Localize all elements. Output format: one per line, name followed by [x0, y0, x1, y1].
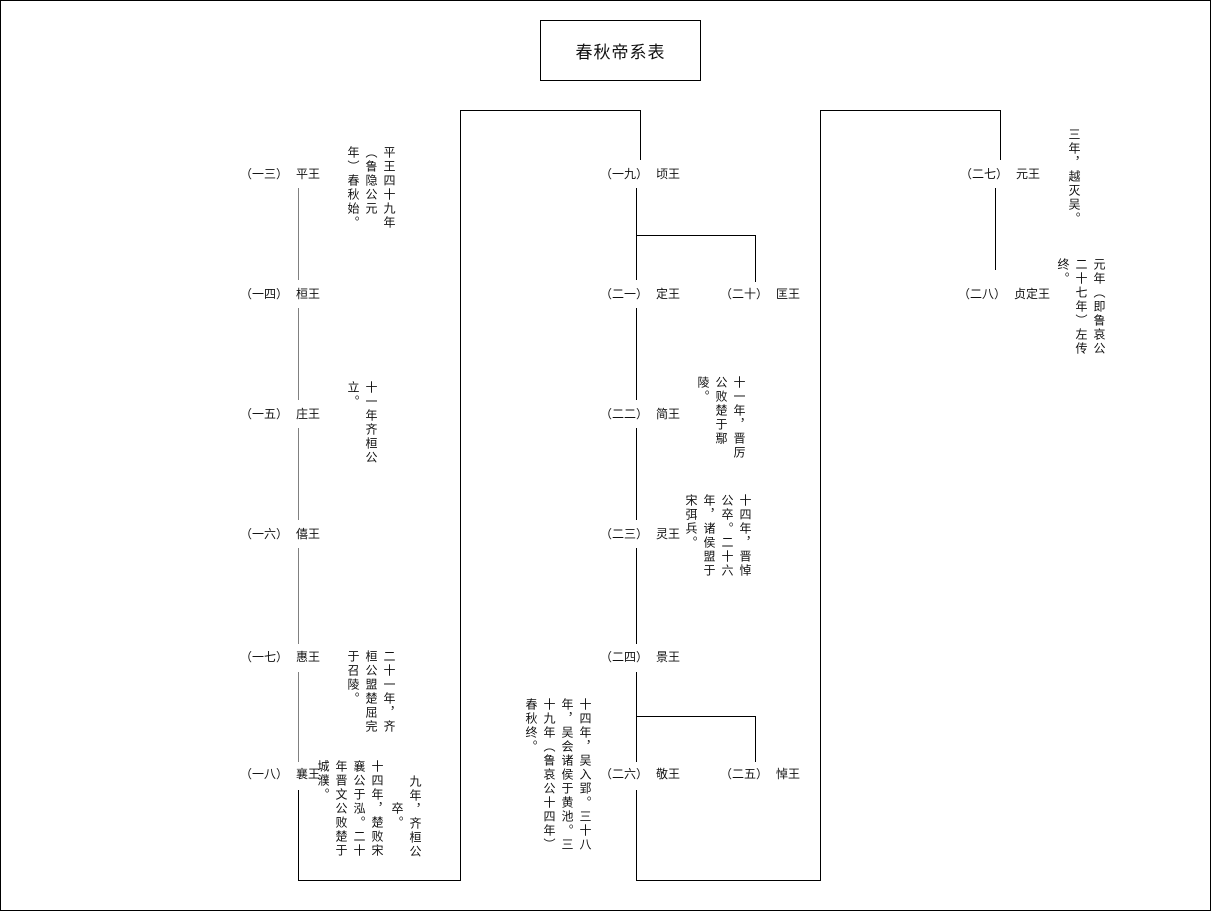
line-26-down [636, 790, 637, 880]
note-zhuangwang: 十一年齐桓公立。 [346, 381, 378, 465]
note-jingwang: 十四年，吴入郢。三十八年，吴会诸侯于黄池。三十九年（鲁哀公十四年）春秋终。 [524, 698, 592, 852]
note-lingwang: 十四年，晋悼公卒。二十六年，诸侯盟于宋弭兵。 [684, 494, 752, 578]
line-13-14 [298, 188, 299, 280]
king-26: （二六）敬王 [600, 767, 681, 781]
king-22: （二二）简王 [600, 407, 681, 421]
note-pingwang: 平王四十九年（鲁隐公元年）春秋始。 [346, 146, 396, 230]
king-28: （二八）贞定王 [958, 287, 1051, 301]
king-25: （二五）悼王 [720, 767, 801, 781]
line-to-19 [640, 110, 641, 160]
king-24: （二四）景王 [600, 650, 681, 664]
line-to-27 [1000, 110, 1001, 160]
king-23: （二三）灵王 [600, 527, 681, 541]
king-17: （一七）惠王 [240, 650, 321, 664]
king-18: （一八）襄王 [240, 767, 321, 781]
line-to-20 [755, 235, 756, 282]
note-xiangwang-b: 十四年，楚败宋襄公于泓。二十年晋文公败楚于城濮。 [316, 760, 384, 858]
line-24-26 [636, 672, 637, 762]
line-col-connector-2 [820, 110, 821, 881]
king-14: （一四）桓王 [240, 287, 321, 301]
line-16-17 [298, 548, 299, 644]
line-27-28 [995, 188, 996, 270]
line-bottom-left [298, 880, 461, 881]
king-13: （一三）平王 [240, 167, 321, 181]
line-branch-25 [636, 716, 756, 717]
chart-title: 春秋帝系表 [540, 20, 701, 81]
line-19-21 [636, 188, 637, 280]
line-22-23 [636, 428, 637, 520]
line-18-down [298, 790, 299, 880]
note-zhendingwang: 元年（即鲁哀公二十七年）左传终。 [1056, 258, 1106, 356]
king-16: （一六）僖王 [240, 527, 321, 541]
line-to-25 [755, 716, 756, 762]
line-14-15 [298, 308, 299, 400]
line-23-24 [636, 548, 637, 644]
king-21: （二一）定王 [600, 287, 681, 301]
king-19: （一九）顷王 [600, 167, 681, 181]
king-20: （二十）匡王 [720, 287, 801, 301]
note-yuanwang: 三年，越灭吴。 [1067, 128, 1081, 226]
line-21-22 [636, 308, 637, 400]
line-branch-20 [636, 235, 756, 236]
line-col-connector-1 [460, 110, 461, 881]
king-27: （二七）元王 [960, 167, 1041, 181]
note-jianwang: 十一年，晋厉公败楚于鄢陵。 [696, 376, 746, 460]
note-xiangwang-a: 九年，齐桓公卒。 [390, 775, 422, 859]
line-top-2 [820, 110, 1001, 111]
note-huiwang: 二十一年，齐桓公盟楚屈完于召陵。 [346, 650, 396, 734]
line-top-1 [460, 110, 641, 111]
line-15-16 [298, 428, 299, 520]
line-bottom-mid [636, 880, 821, 881]
king-15: （一五）庄王 [240, 407, 321, 421]
line-17-18 [298, 672, 299, 762]
